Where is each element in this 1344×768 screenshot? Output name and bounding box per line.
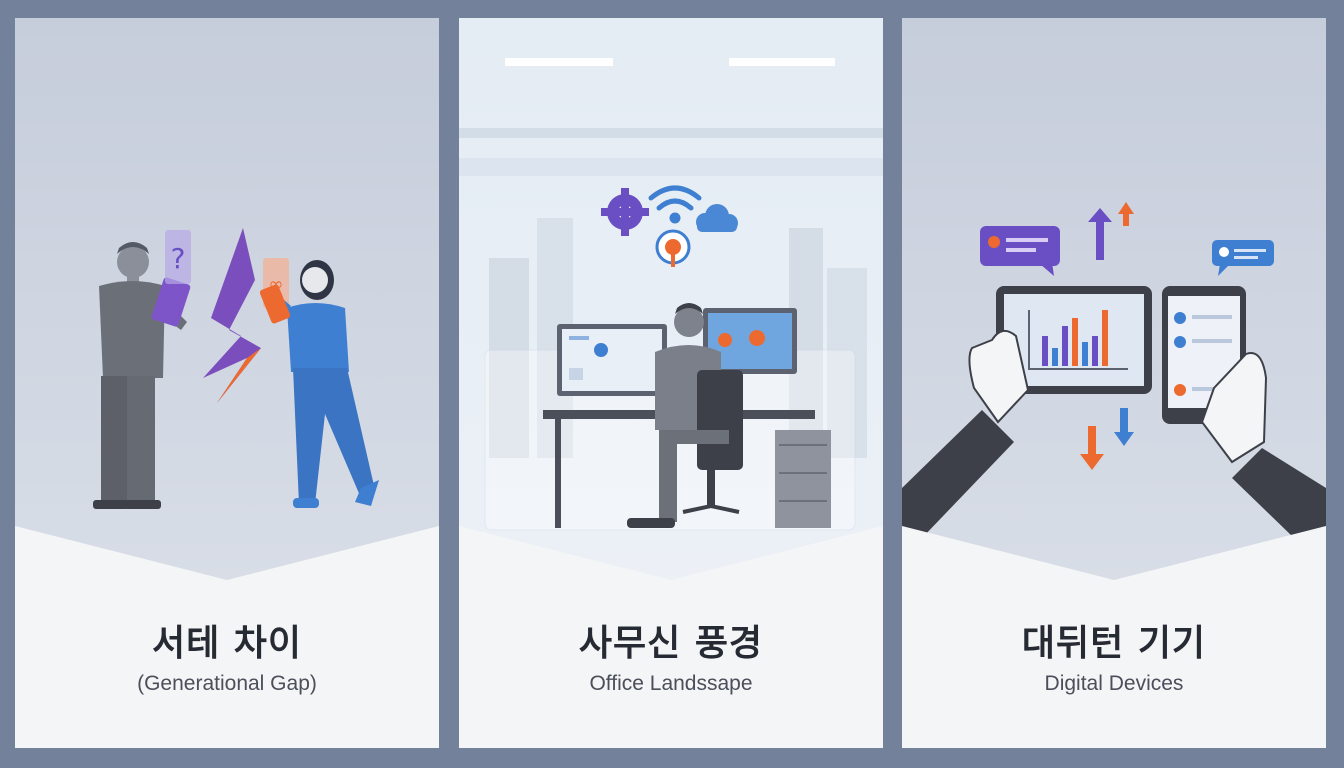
generational-gap-illustration: ? ∞ (15, 18, 439, 748)
target-icon (655, 229, 691, 267)
digital-devices-illustration (902, 18, 1326, 748)
panel-subtitle: (Generational Gap) (137, 672, 317, 695)
panel-subtitle: Digital Devices (1044, 672, 1184, 695)
arrow-down-icon (1080, 408, 1134, 470)
bar-chart-icon (1028, 310, 1128, 370)
panel-office-landscape: 사무신 풍경 Office Landssape (459, 18, 883, 748)
question-icon: ? (171, 242, 186, 275)
office-worker-figure (627, 303, 743, 528)
panel-generational-gap: ? ∞ 서테 차이 (Generational Gap) (15, 18, 439, 748)
panel-digital-devices: 대뒤턴 기기 Digital Devices (902, 18, 1326, 748)
panel-title: 서테 차이 (151, 623, 302, 664)
wifi-icon (648, 185, 702, 224)
panel-title: 사무신 풍경 (578, 623, 764, 664)
chat-bubble-icon (1212, 240, 1274, 276)
cloud-icon (696, 204, 738, 232)
chat-bubble-icon (980, 226, 1060, 276)
gear-icon (601, 188, 649, 236)
panel-title: 대뒤턴 기기 (1021, 623, 1207, 664)
older-man-figure (93, 242, 191, 509)
arrow-up-icon (1088, 202, 1134, 260)
office-landscape-illustration (459, 18, 883, 748)
panel-subtitle: Office Landssape (589, 672, 753, 695)
young-woman-figure: ∞ (259, 258, 379, 508)
